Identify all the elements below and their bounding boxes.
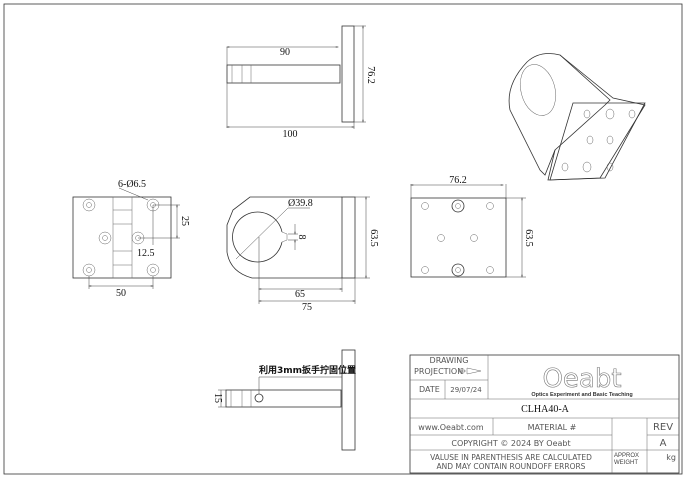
dim-6-holes: 6-Ø6.5 <box>118 179 146 190</box>
title-block: DRAWING PROJECTION DATE 29/07/24 Oeabt O… <box>409 354 680 474</box>
disclaimer-line-2: AND MAY CONTAIN ROUNDOFF ERRORS <box>437 462 586 471</box>
wrench-note: 利用3mm扳手拧固位置 <box>258 364 356 376</box>
svg-text:Oeabt: Oeabt <box>542 364 621 394</box>
projection-symbol-icon <box>458 367 482 375</box>
approx-label: APPROX <box>614 453 639 459</box>
disclaimer-line-1: VALUSE IN PARENTHESIS ARE CALCULATED <box>430 453 592 462</box>
dim-65: 65 <box>295 289 305 300</box>
dim-76-2-right: 76.2 <box>449 175 467 186</box>
date-label: DATE <box>419 385 440 394</box>
rev-label: REV <box>653 422 673 433</box>
dim-12-5: 12.5 <box>137 248 155 259</box>
dim-50: 50 <box>116 288 126 299</box>
dim-slot-8: 8 <box>296 235 307 240</box>
dim-100: 100 <box>283 129 298 140</box>
right-view: 76.2 63.5 <box>411 175 534 277</box>
dim-76-2-top: 76.2 <box>365 66 376 84</box>
part-number: CLHA40-A <box>521 404 570 415</box>
bottom-view: 利用3mm扳手拧固位置 15 <box>212 349 356 451</box>
date-value: 29/07/24 <box>450 386 482 394</box>
front-view: 6-Ø6.5 25 12.5 50 <box>72 179 190 299</box>
material-label: MATERIAL # <box>528 423 577 432</box>
oeabt-logo: Oeabt Optics Experiment and Basic Teachi… <box>531 364 632 398</box>
dim-63-5-right: 63.5 <box>523 229 534 247</box>
copyright: COPYRIGHT © 2024 BY Oeabt <box>451 439 570 448</box>
drawing-label: DRAWING <box>430 356 469 365</box>
weight-unit: kg <box>666 453 676 462</box>
dim-15: 15 <box>212 393 223 403</box>
website: www.Oeabt.com <box>418 423 484 432</box>
dim-90: 90 <box>280 47 290 58</box>
weight-label: WEIGHT <box>614 460 638 466</box>
top-view: 90 100 76.2 <box>227 26 376 140</box>
rev-value: A <box>660 438 667 449</box>
dim-bore-diameter: Ø39.8 <box>288 198 313 209</box>
isometric-view <box>508 53 646 181</box>
projection-label: PROJECTION <box>414 367 463 376</box>
drawing-frame <box>3 3 683 475</box>
dim-63-5: 63.5 <box>368 229 379 247</box>
side-view: Ø39.8 8 63.5 65 75 <box>226 197 379 313</box>
dim-25: 25 <box>179 216 190 226</box>
dim-75: 75 <box>302 302 312 313</box>
svg-text:Optics Experiment and Basic Te: Optics Experiment and Basic Teaching <box>531 392 632 398</box>
